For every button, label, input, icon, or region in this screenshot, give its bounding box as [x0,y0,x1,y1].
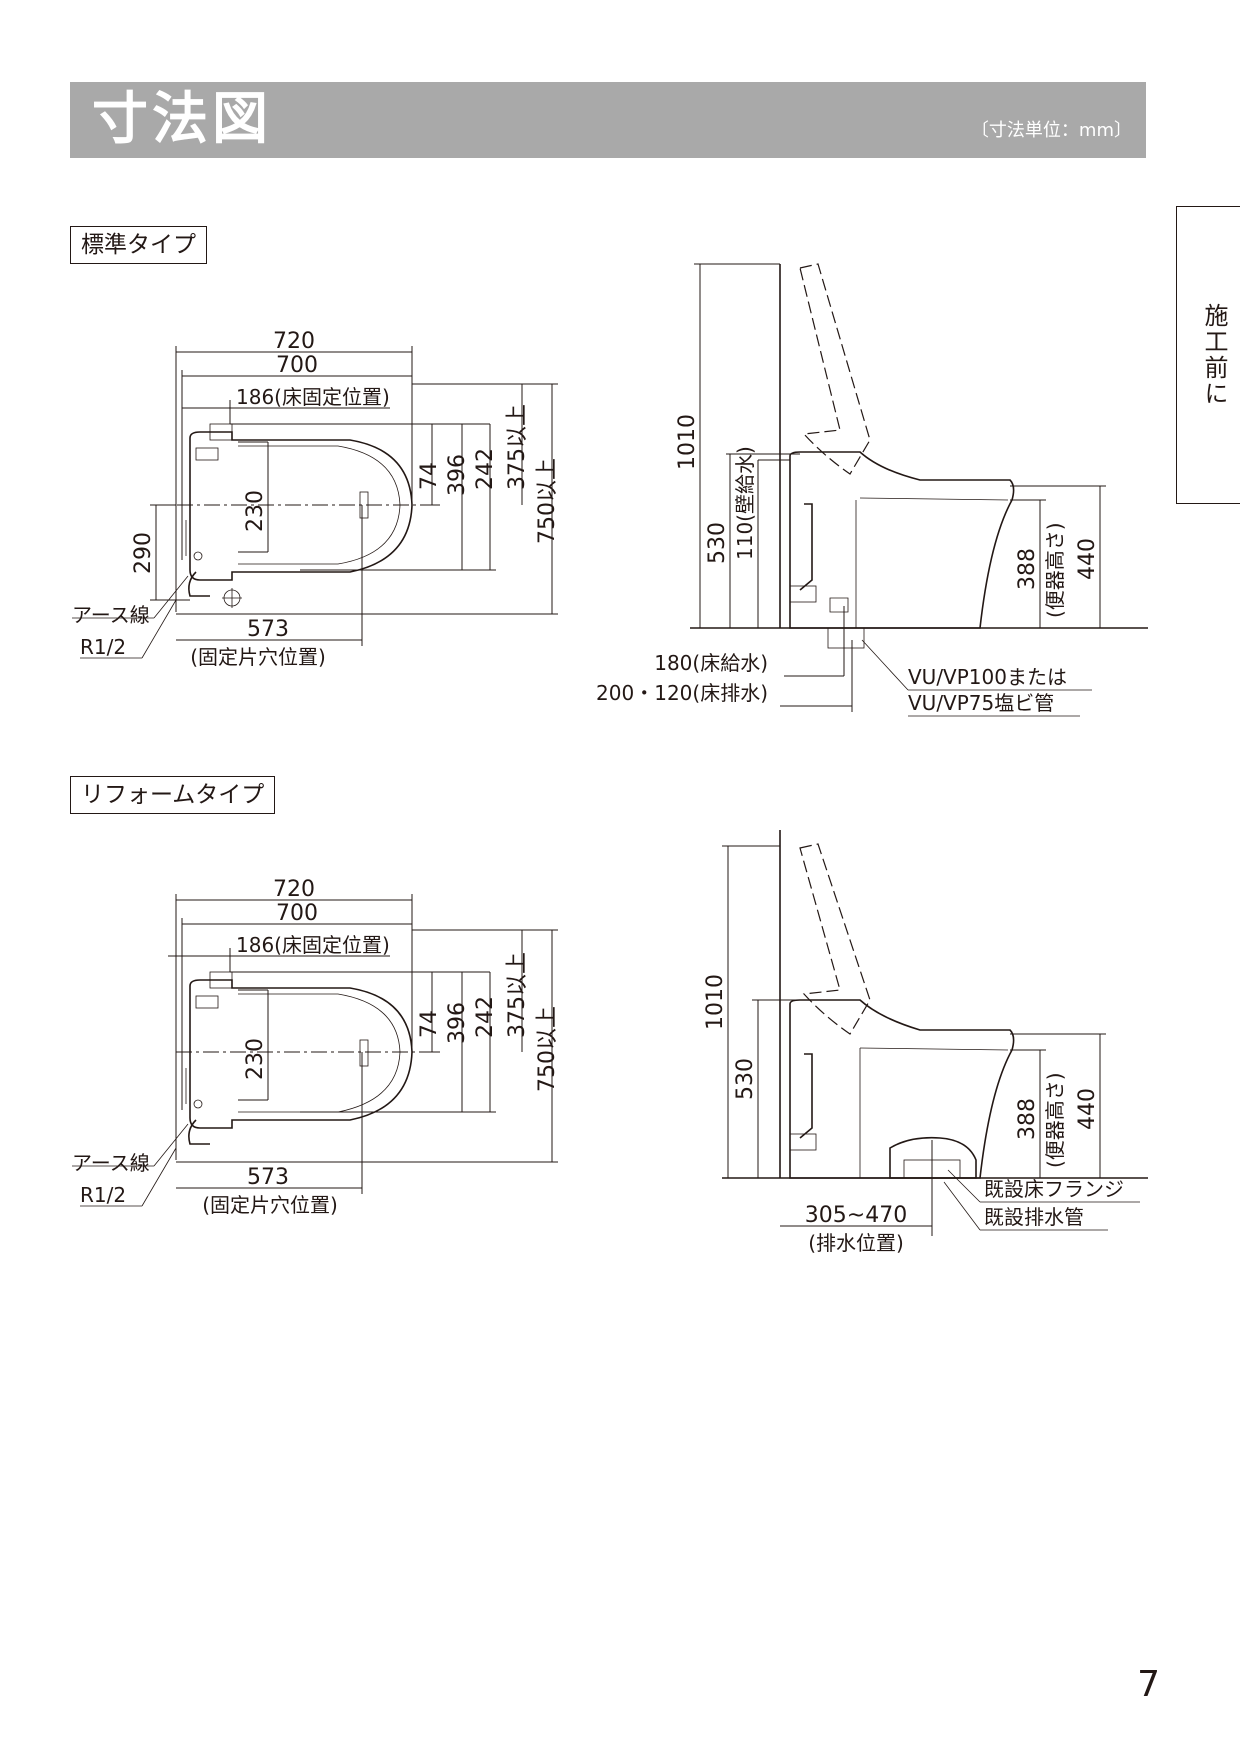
fix-hole-label: (固定片穴位置) [202,1193,338,1217]
bowl-height-label: (便器高さ) [1043,1072,1067,1168]
standard-side-view: 1010 530 110(壁給水) 388 (便器高さ) 440 180(床給水… [596,263,1148,717]
chapter-tab: 施工前に [1176,206,1240,504]
side-dim-1010: 1010 [675,414,700,470]
dim-573: 573 [247,1165,289,1190]
unit-note: 〔寸法単位：mm〕 [970,120,1132,141]
standard-type-label: 標準タイプ [70,226,207,264]
page-title: 寸法図 [92,87,272,152]
page-number: 7 [1137,1664,1160,1705]
floor-drain-label: 200・120(床排水) [596,681,768,705]
dim-375: 375以上 [505,404,530,490]
side-dim-440: 440 [1075,538,1100,580]
dim-186: 186(床固定位置) [236,385,390,409]
r12-label: R1/2 [80,1183,126,1207]
reform-side-view: 1010 530 388 (便器高さ) 440 既設床フランジ 既設排水管 30… [703,830,1148,1255]
dim-750: 750以上 [535,1006,560,1092]
chapter-tab-label: 施工前に [1200,303,1228,407]
pipe-label-1: VU/VP100または [908,665,1067,689]
dim-186: 186(床固定位置) [236,933,390,957]
drain-position-label: (排水位置) [808,1231,904,1255]
r12-label: R1/2 [80,635,126,659]
side-dim-440: 440 [1075,1088,1100,1130]
side-dim-530: 530 [705,522,730,564]
dim-396: 396 [445,454,470,496]
reform-type-label: リフォームタイプ [70,776,276,814]
standard-top-view: 720 700 186(床固定位置) 74 396 242 375以上 750以… [72,329,560,669]
dim-720: 720 [273,877,315,902]
side-dim-388: 388 [1015,1098,1040,1140]
dim-74: 74 [417,1010,442,1038]
dim-230: 230 [243,490,268,532]
ground-wire-label: アース線 [72,603,150,627]
dim-396: 396 [445,1002,470,1044]
drain-range-dim: 305~470 [805,1203,907,1228]
dim-242: 242 [473,448,498,490]
side-dim-388: 388 [1015,548,1040,590]
dim-750: 750以上 [535,458,560,544]
side-dim-1010: 1010 [703,974,728,1030]
dim-290: 290 [131,532,156,574]
existing-flange-label: 既設床フランジ [984,1177,1124,1201]
ground-wire-label: アース線 [72,1151,150,1175]
dim-573: 573 [247,617,289,642]
dim-230: 230 [243,1038,268,1080]
bowl-height-label: (便器高さ) [1043,522,1067,618]
dim-375: 375以上 [505,952,530,1038]
pipe-label-2: VU/VP75塩ビ管 [908,691,1054,715]
side-dim-110: 110(壁給水) [733,446,757,560]
side-dim-530: 530 [733,1058,758,1100]
fix-hole-label: (固定片穴位置) [190,645,326,669]
dim-242: 242 [473,996,498,1038]
floor-supply-label: 180(床給水) [654,651,768,675]
dim-74: 74 [417,462,442,490]
reform-top-view: 720 700 186(床固定位置) 74 396 242 375以上 750以… [72,877,560,1217]
dim-700: 700 [276,901,318,926]
existing-drain-label: 既設排水管 [984,1205,1084,1229]
dim-700: 700 [276,353,318,378]
dim-720: 720 [273,329,315,354]
title-bar: 寸法図 〔寸法単位：mm〕 [70,82,1146,158]
